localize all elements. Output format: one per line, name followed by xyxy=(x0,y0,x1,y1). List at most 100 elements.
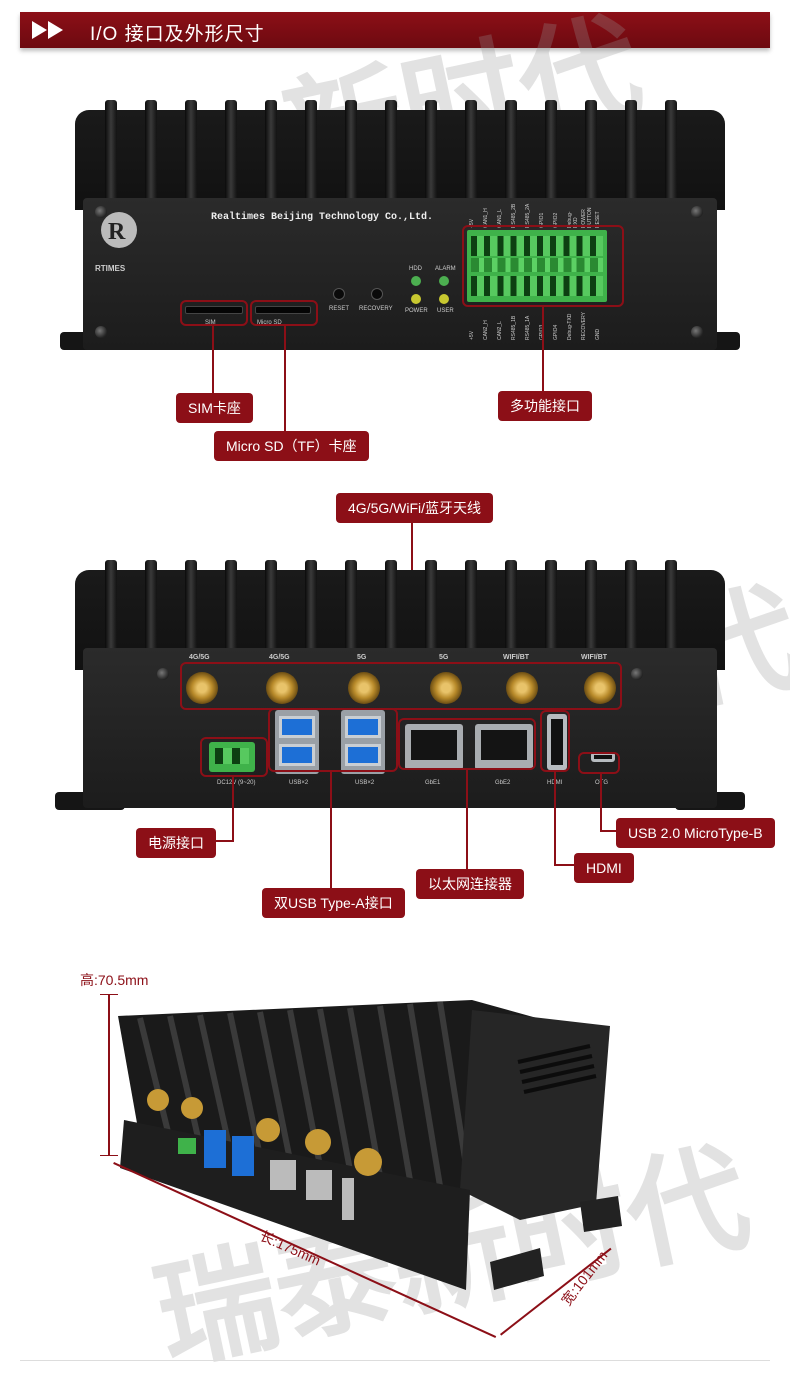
antenna-label: WIFI/BT xyxy=(503,654,530,661)
callout-sim: SIM卡座 xyxy=(176,393,253,423)
led-hdd xyxy=(411,276,421,286)
screw-icon xyxy=(95,206,107,218)
antenna-row: 4G/5G 4G/5G 5G 5G WIFI/BT WIFI/BT xyxy=(167,654,633,714)
antenna-connector[interactable]: 4G/5G xyxy=(167,654,237,714)
highlight-otg xyxy=(578,752,620,774)
antenna-connector[interactable]: 5G xyxy=(329,654,399,714)
led-power xyxy=(411,294,421,304)
terminal-label: RS485_1A xyxy=(525,315,531,340)
screw-icon xyxy=(691,206,703,218)
led-user xyxy=(439,294,449,304)
height-dimension-line xyxy=(108,994,110,1156)
section-header: I/O 接口及外形尺寸 xyxy=(20,12,770,48)
antenna-label: 4G/5G xyxy=(189,654,210,661)
recovery-button[interactable] xyxy=(371,288,383,300)
recovery-button-label: RECOVERY xyxy=(359,306,393,312)
logo-text: RTIMES xyxy=(95,264,126,273)
port-label-usb: USB×2 xyxy=(355,780,375,786)
terminal-block[interactable] xyxy=(467,230,607,302)
callout-usb-micro: USB 2.0 MicroType-B xyxy=(616,818,775,848)
reset-button-label: RESET xyxy=(329,306,350,312)
page-title: I/O 接口及外形尺寸 xyxy=(90,24,265,45)
terminal-label: GPIO3 xyxy=(539,306,552,340)
screw-icon xyxy=(157,668,169,680)
height-dimension-label: 高:70.5mm xyxy=(80,972,149,988)
connector-line xyxy=(232,777,234,842)
connector-line xyxy=(600,774,602,832)
heatsink xyxy=(75,100,725,210)
hdmi-port[interactable] xyxy=(547,714,567,770)
micro-usb-port[interactable] xyxy=(591,752,615,762)
antenna-connector[interactable]: WIFI/BT xyxy=(487,654,557,714)
callout-ethernet: 以太网连接器 xyxy=(416,869,524,899)
screw-icon xyxy=(95,326,107,338)
connector-line xyxy=(466,770,468,870)
connector-line xyxy=(600,830,618,832)
highlight-hdmi xyxy=(540,710,570,772)
dimension-tick xyxy=(100,994,118,995)
connector-line xyxy=(554,864,576,866)
led-label-alarm: ALARM xyxy=(435,266,456,272)
highlight-multi xyxy=(462,225,624,307)
antenna-connector[interactable]: 5G xyxy=(411,654,481,714)
connector-line xyxy=(284,326,286,431)
callout-usb-a: 双USB Type-A接口 xyxy=(262,888,405,918)
highlight-microsd xyxy=(250,300,318,326)
microsd-slot[interactable] xyxy=(255,306,311,314)
port-label-dc: DC12V (9~20) xyxy=(217,780,256,786)
double-arrow-icon xyxy=(32,21,63,39)
antenna-label: WIFI/BT xyxy=(581,654,608,661)
ethernet-port-2[interactable] xyxy=(475,724,533,770)
terminal-label: GND xyxy=(595,328,601,340)
connector-line xyxy=(214,840,234,842)
connector-line xyxy=(212,326,214,393)
antenna-label: 5G xyxy=(357,654,367,661)
ethernet-port-1[interactable] xyxy=(405,724,463,770)
rtimes-logo-icon: R xyxy=(101,212,137,248)
callout-microsd: Micro SD（TF）卡座 xyxy=(214,431,369,461)
sim-slot[interactable] xyxy=(185,306,243,314)
terminal-label: CAN2_L xyxy=(497,321,503,340)
connector-line xyxy=(330,772,332,890)
usb-a-stack-2[interactable] xyxy=(341,710,385,774)
highlight-antenna xyxy=(180,662,622,710)
divider xyxy=(20,1360,770,1361)
port-label-gbe1: GbE1 xyxy=(425,780,441,786)
rear-panel-device: 4G/5G 4G/5G 5G 5G WIFI/BT WIFI/BT xyxy=(55,560,745,820)
led-alarm xyxy=(439,276,449,286)
port-label-gbe2: GbE2 xyxy=(495,780,511,786)
screw-icon xyxy=(691,326,703,338)
highlight-ethernet xyxy=(398,718,536,770)
iso-device-illustration xyxy=(118,1000,622,1290)
rear-panel: 4G/5G 4G/5G 5G 5G WIFI/BT WIFI/BT xyxy=(83,648,717,808)
screw-icon xyxy=(631,668,643,680)
callout-power: 电源接口 xyxy=(136,828,216,858)
terminal-label: RECOVERY xyxy=(581,312,587,340)
port-label-usb: USB×2 xyxy=(289,780,309,786)
dimension-tick xyxy=(100,1155,118,1156)
antenna-connector[interactable]: WIFI/BT xyxy=(565,654,635,714)
terminal-label: Debug-TXD xyxy=(567,313,573,340)
connector-line xyxy=(554,772,556,866)
callout-hdmi: HDMI xyxy=(574,853,634,883)
led-label-user: USER xyxy=(437,308,454,314)
highlight-usb xyxy=(268,708,398,772)
antenna-label: 4G/5G xyxy=(269,654,290,661)
antenna-connector[interactable]: 4G/5G xyxy=(247,654,317,714)
usb-a-stack-1[interactable] xyxy=(275,710,319,774)
reset-button[interactable] xyxy=(333,288,345,300)
sim-slot-label: SIM xyxy=(205,320,216,326)
terminal-label: CAN2_H xyxy=(483,320,489,340)
power-connector[interactable] xyxy=(209,742,255,772)
front-panel-device: R RTIMES Realtimes Beijing Technology Co… xyxy=(55,100,745,360)
microsd-slot-label: Micro SD xyxy=(257,320,282,326)
callout-multi: 多功能接口 xyxy=(498,391,592,421)
connector-line xyxy=(542,307,544,391)
led-label-power: POWER xyxy=(405,308,428,314)
terminal-label: GPIO4 xyxy=(553,324,559,340)
highlight-power xyxy=(200,737,268,777)
terminal-label: RS485_1B xyxy=(511,315,517,340)
antenna-label: 5G xyxy=(439,654,449,661)
highlight-sim xyxy=(180,300,248,326)
svg-text:R: R xyxy=(108,219,126,245)
